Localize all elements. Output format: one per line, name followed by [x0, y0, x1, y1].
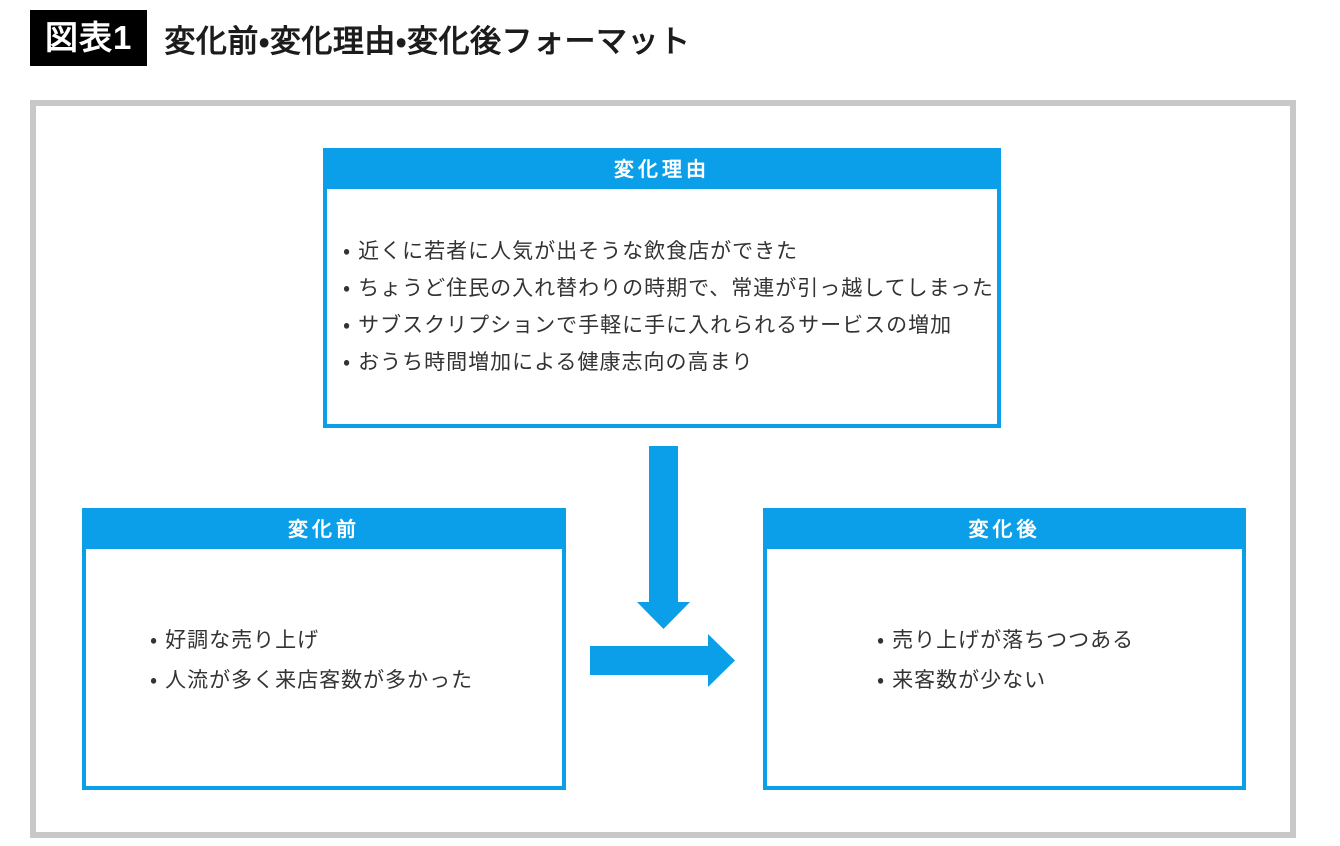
figure-title: 変化前・変化理由・変化後フォーマット: [164, 23, 691, 59]
bullet-dot: ・: [877, 669, 886, 692]
bullet-dot: ・: [877, 629, 886, 652]
bullet-dot: ・: [343, 351, 352, 374]
reason-box: 変化理由 ・近くに若者に人気が出そうな飲食店ができた・ちょうど住民の入れ替わりの…: [323, 148, 1001, 428]
reason-box-header: 変化理由: [327, 152, 997, 189]
bullet-item: ・売り上げが落ちつつある: [877, 621, 1242, 661]
bullet-text: 来客数が少ない: [892, 669, 1047, 692]
reason-box-body: ・近くに若者に人気が出そうな飲食店ができた・ちょうど住民の入れ替わりの時期で、常…: [327, 189, 997, 381]
figure-title-row: 図表1 変化前・変化理由・変化後フォーマット: [30, 10, 690, 66]
before-box: 変化前 ・好調な売り上げ・人流が多く来店客数が多かった: [82, 508, 566, 790]
before-box-header: 変化前: [86, 512, 562, 549]
down-arrow-icon: [637, 446, 690, 629]
bullet-text: ちょうど住民の入れ替わりの時期で、常連が引っ越してしまった: [358, 277, 994, 300]
bullet-text: 好調な売り上げ: [165, 629, 320, 652]
right-arrow-icon: [590, 634, 735, 687]
bullet-text: おうち時間増加による健康志向の高まり: [358, 351, 754, 374]
before-box-body: ・好調な売り上げ・人流が多く来店客数が多かった: [86, 549, 562, 701]
bullet-text: 売り上げが落ちつつある: [892, 629, 1135, 652]
bullet-dot: ・: [343, 314, 352, 337]
bullet-text: サブスクリプションで手軽に手に入れられるサービスの増加: [358, 314, 953, 337]
bullet-item: ・ちょうど住民の入れ替わりの時期で、常連が引っ越してしまった: [343, 270, 993, 307]
bullet-text: 近くに若者に人気が出そうな飲食店ができた: [358, 240, 799, 263]
bullet-dot: ・: [150, 629, 159, 652]
after-box-header: 変化後: [767, 512, 1242, 549]
bullet-dot: ・: [150, 669, 159, 692]
bullet-dot: ・: [343, 240, 352, 263]
bullet-item: ・好調な売り上げ: [150, 621, 562, 661]
bullet-item: ・おうち時間増加による健康志向の高まり: [343, 344, 985, 381]
bullet-item: ・サブスクリプションで手軽に手に入れられるサービスの増加: [343, 307, 985, 344]
bullet-dot: ・: [343, 277, 352, 300]
after-box-body: ・売り上げが落ちつつある・来客数が少ない: [767, 549, 1242, 701]
bullet-text: 人流が多く来店客数が多かった: [165, 669, 474, 692]
after-box: 変化後 ・売り上げが落ちつつある・来客数が少ない: [763, 508, 1246, 790]
bullet-item: ・近くに若者に人気が出そうな飲食店ができた: [343, 233, 985, 270]
figure-number-badge: 図表1: [30, 10, 148, 66]
bullet-item: ・人流が多く来店客数が多かった: [150, 661, 562, 701]
bullet-item: ・来客数が少ない: [877, 661, 1242, 701]
